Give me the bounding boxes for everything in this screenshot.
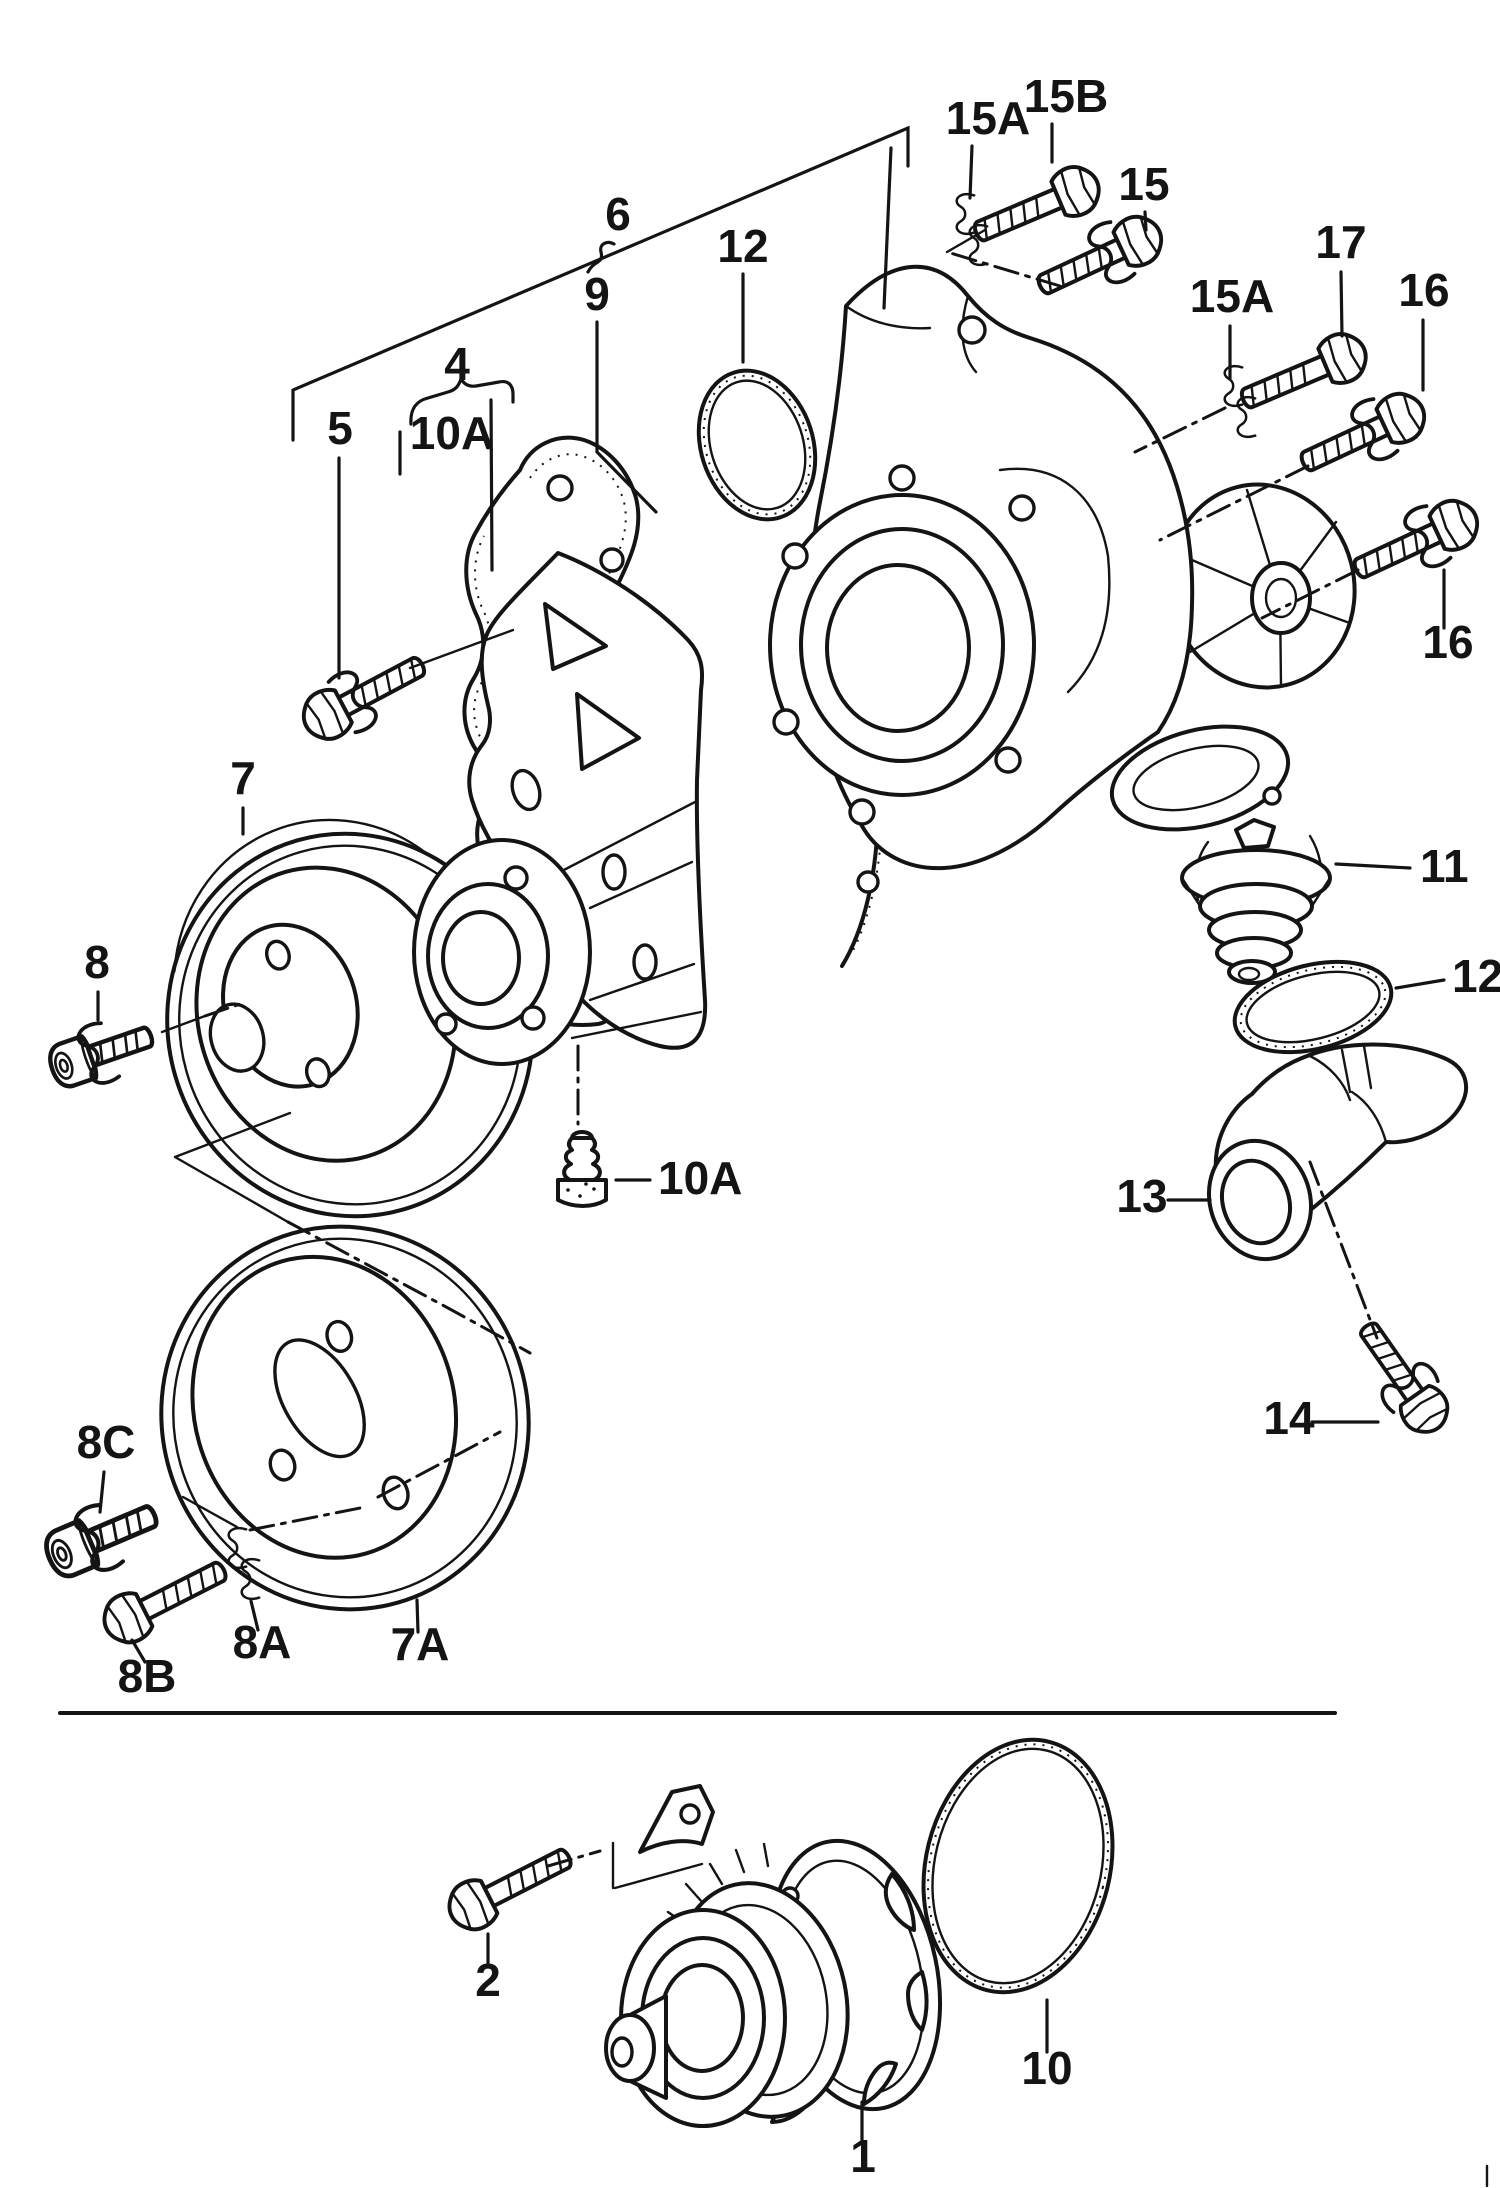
part-8a-label: 8A (233, 1616, 292, 1668)
bolt-15 (1027, 203, 1172, 314)
part-8b-label: 8B (118, 1650, 177, 1702)
part-8c-leader (98, 1470, 106, 1514)
part-10a2-label: 10A (658, 1152, 742, 1204)
pump-housing (768, 264, 1291, 871)
part-17-label: 17 (1315, 216, 1366, 268)
bolt-8b (93, 1545, 237, 1653)
o-ring-12-bottom (1232, 959, 1394, 1055)
part-12b-leader (1394, 978, 1446, 990)
part-5-label: 5 (327, 402, 353, 454)
bolt-16-lower (1343, 487, 1488, 598)
part-8a-leader (249, 1599, 260, 1632)
callout-bracket-4 (398, 375, 515, 572)
part-15a1-label: 15A (946, 92, 1030, 144)
part-9-leader (595, 320, 658, 514)
part-10a1-label: 10A (410, 407, 494, 459)
bolt-2 (438, 1832, 582, 1940)
outlet-housing-13 (1206, 1042, 1468, 1262)
pulley-7 (165, 818, 535, 1219)
part-15-label: 15 (1118, 158, 1169, 210)
part-9-label: 9 (584, 268, 610, 320)
part-15a2-label: 15A (1190, 270, 1274, 322)
part-2-label: 2 (475, 1954, 501, 2006)
sealing-plug-10a (556, 1044, 608, 1208)
part-8c-label: 8C (77, 1416, 136, 1468)
part-7a-label: 7A (391, 1618, 450, 1670)
pulley-7a (159, 1224, 531, 1612)
part-7a-leader (415, 1598, 420, 1634)
part-8-label: 8 (84, 936, 110, 988)
pump-bracket-assembly (412, 551, 708, 1066)
part-7-label: 7 (230, 752, 256, 804)
bolt-5 (292, 638, 437, 753)
callout-bracket-6 (291, 125, 910, 442)
part-11-leader (1334, 862, 1412, 870)
part-8b-leader (130, 1638, 147, 1664)
alignment-lines (160, 228, 1489, 2188)
part-12b-label: 12 (1452, 950, 1500, 1002)
bolt-14 (1343, 1310, 1462, 1445)
part-17-leader (1339, 270, 1344, 338)
part-10-label: 10 (1021, 2042, 1072, 2094)
bolt-15b (967, 159, 1107, 255)
part-16a-label: 16 (1398, 264, 1449, 316)
o-ring-12-top (696, 368, 818, 522)
part-6-label: 6 (605, 188, 631, 240)
part-12a-label: 12 (717, 220, 768, 272)
part-13-label: 13 (1116, 1170, 1167, 1222)
part-1-label: 1 (850, 2130, 876, 2182)
bolt-8-socket (43, 1007, 161, 1098)
bolt-16-upper (1290, 380, 1435, 491)
part-11-label: 11 (1420, 840, 1469, 892)
thermostat-11 (1180, 818, 1332, 985)
water-pump-1 (604, 1784, 943, 2128)
part-4-label: 4 (444, 338, 470, 390)
o-ring-10 (921, 1737, 1115, 1995)
part-14-label: 14 (1263, 1392, 1315, 1444)
part-15b-label: 15B (1024, 70, 1108, 122)
part-16b-label: 16 (1422, 616, 1473, 668)
part-15a1-leader (968, 144, 974, 200)
part-15-leader (1143, 210, 1148, 232)
